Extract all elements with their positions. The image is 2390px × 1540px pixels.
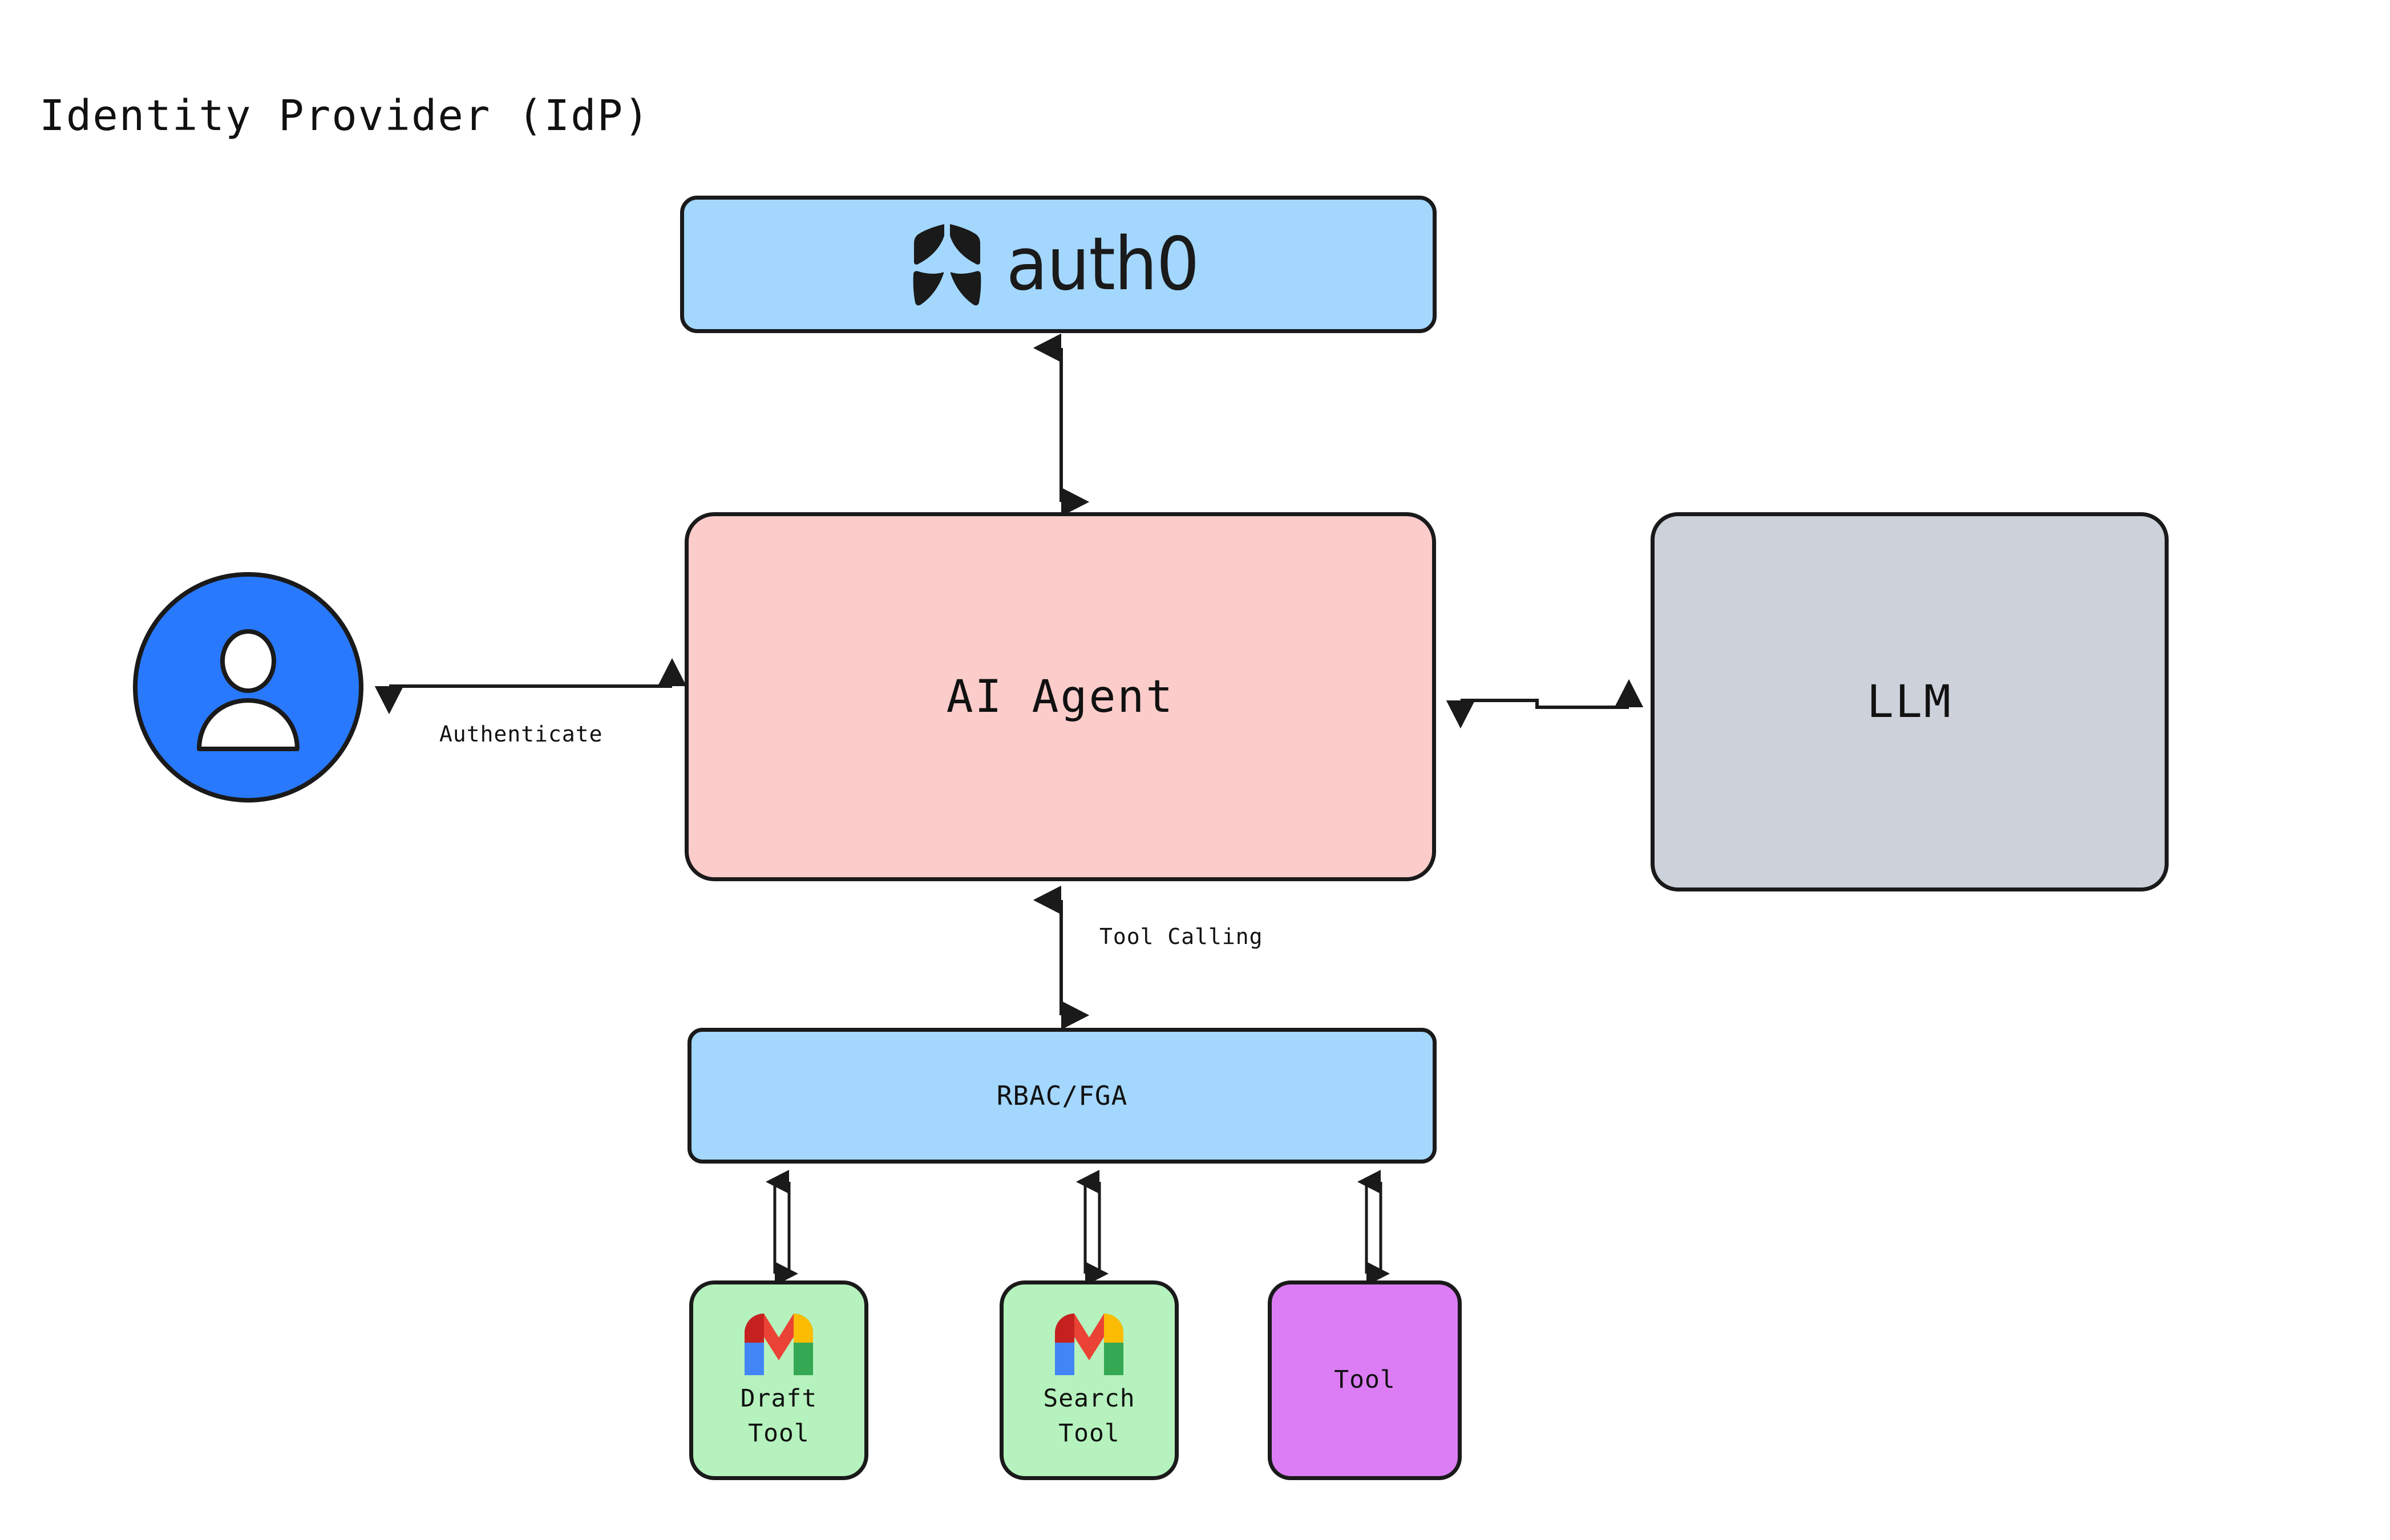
node-llm-label: LLM (1867, 676, 1952, 728)
node-ai-agent-label: AI Agent (946, 671, 1175, 723)
node-generic-tool-label: Tool (1334, 1365, 1396, 1395)
node-rbac-fga-label: RBAC/FGA (996, 1080, 1128, 1111)
auth0-shield-icon (913, 224, 981, 305)
node-identity-provider[interactable]: auth0 (680, 196, 1437, 333)
edge-label-tool-calling: Tool Calling (1099, 924, 1263, 949)
gmail-icon (1055, 1313, 1123, 1375)
node-search-tool-label-line1: Search (1043, 1384, 1135, 1413)
user-avatar-icon (133, 572, 363, 803)
auth0-lockup: auth0 (911, 222, 1206, 307)
node-draft-tool-label-line2: Tool (748, 1419, 810, 1448)
node-draft-tool[interactable]: Draft Tool (689, 1280, 868, 1480)
edge-rbac-to-search-tool (1076, 1170, 1109, 1286)
edge-rbac-to-draft-tool (766, 1170, 798, 1286)
auth0-wordmark: auth0 (1006, 221, 1200, 307)
node-rbac-fga[interactable]: RBAC/FGA (688, 1028, 1437, 1164)
node-llm[interactable]: LLM (1651, 512, 2169, 891)
node-search-tool[interactable]: Search Tool (1000, 1280, 1179, 1480)
node-generic-tool[interactable]: Tool (1268, 1280, 1462, 1480)
node-user-avatar[interactable] (132, 572, 364, 803)
diagram-title: Identity Provider (IdP) (39, 91, 650, 140)
node-ai-agent[interactable]: AI Agent (685, 512, 1436, 881)
edge-agent-to-llm (1446, 679, 1644, 729)
edge-rbac-to-generic-tool (1357, 1170, 1390, 1286)
node-draft-tool-label-line1: Draft (740, 1384, 818, 1413)
gmail-icon (745, 1313, 813, 1375)
node-search-tool-label-line2: Tool (1058, 1419, 1120, 1448)
edge-label-authenticate: Authenticate (439, 722, 603, 747)
